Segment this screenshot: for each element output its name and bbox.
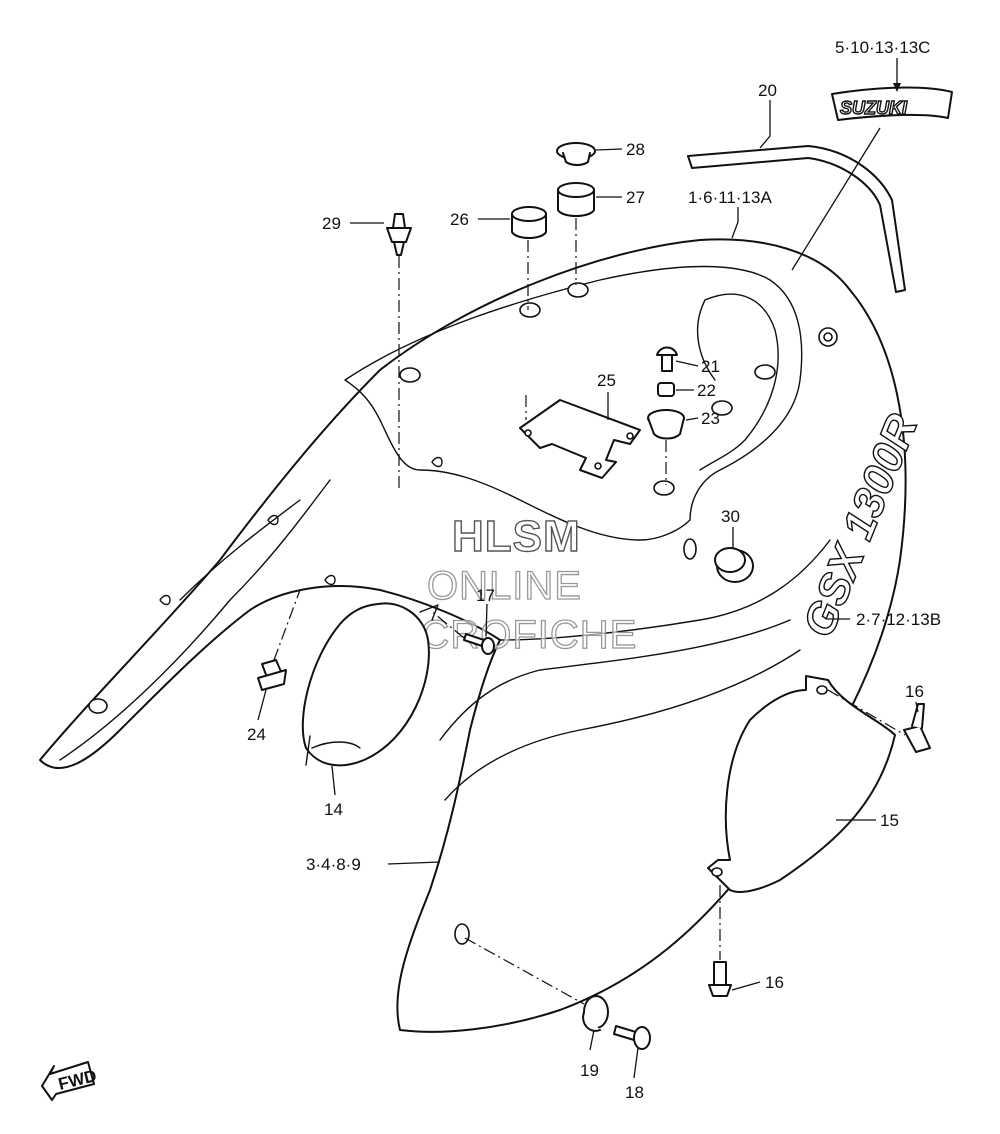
callout-1-6-11-13A: 1·6·11·13A bbox=[688, 188, 772, 207]
emblem-text: SUZUKI bbox=[840, 98, 908, 118]
grommet-26-part[interactable] bbox=[511, 206, 547, 239]
suzuki-emblem-part[interactable]: SUZUKI bbox=[831, 86, 953, 121]
cushion-23-part[interactable] bbox=[647, 409, 685, 440]
callout-2-7-12-13B: 2·7·12·13B bbox=[856, 610, 941, 629]
screw-17-part[interactable] bbox=[463, 633, 495, 655]
leader-lines bbox=[257, 58, 919, 1079]
assembly-lines bbox=[273, 218, 906, 1005]
callout-20: 20 bbox=[758, 81, 777, 100]
screw-18-part[interactable] bbox=[613, 1025, 651, 1050]
callout-5-10-13-13C: 5·10·13·13C bbox=[835, 38, 930, 57]
rivet-29-part[interactable] bbox=[386, 213, 412, 256]
clip-16b-part[interactable] bbox=[708, 961, 732, 997]
grommet-27-part[interactable] bbox=[557, 182, 595, 217]
callout-30: 30 bbox=[721, 507, 740, 526]
callout-25: 25 bbox=[597, 371, 616, 390]
cap-28-part[interactable] bbox=[556, 142, 596, 166]
watermark: HLSM ONLINE MICROFICHE bbox=[373, 511, 637, 657]
cover-15-part[interactable] bbox=[707, 675, 896, 893]
seat-tail-cover-part[interactable] bbox=[39, 238, 907, 1033]
bracket-part[interactable] bbox=[519, 399, 641, 479]
cover-14-part[interactable] bbox=[301, 602, 439, 767]
watermark-line1: HLSM bbox=[452, 512, 581, 561]
callout-24: 24 bbox=[247, 725, 266, 744]
callout-23: 23 bbox=[701, 409, 720, 428]
watermark-line2: ONLINE bbox=[427, 564, 582, 608]
callout-26: 26 bbox=[450, 210, 469, 229]
grommet-19-part[interactable] bbox=[582, 995, 609, 1032]
callout-17: 17 bbox=[476, 586, 495, 605]
callout-16-lower: 16 bbox=[765, 973, 784, 992]
callout-29: 29 bbox=[322, 214, 341, 233]
callout-labels: 5·10·13·13C 20 28 27 26 29 1·6·11·13A 21… bbox=[247, 38, 941, 1102]
plug-30-part[interactable] bbox=[714, 547, 754, 583]
callout-18: 18 bbox=[625, 1083, 644, 1102]
clip-16a-part[interactable] bbox=[903, 703, 931, 753]
forward-arrow-icon: FWD bbox=[41, 1061, 99, 1101]
callout-27: 27 bbox=[626, 188, 645, 207]
collar-22-part[interactable] bbox=[657, 382, 675, 397]
callout-14: 14 bbox=[324, 800, 343, 819]
callout-19: 19 bbox=[580, 1061, 599, 1080]
callout-28: 28 bbox=[626, 140, 645, 159]
grab-strip-part[interactable] bbox=[687, 145, 906, 293]
callout-15: 15 bbox=[880, 811, 899, 830]
callout-21: 21 bbox=[701, 357, 720, 376]
clip-24-part[interactable] bbox=[257, 659, 287, 691]
callout-3-4-8-9: 3·4·8·9 bbox=[306, 855, 361, 874]
screw-21-part[interactable] bbox=[656, 346, 678, 372]
callout-16-upper: 16 bbox=[905, 682, 924, 701]
callout-22: 22 bbox=[697, 381, 716, 400]
